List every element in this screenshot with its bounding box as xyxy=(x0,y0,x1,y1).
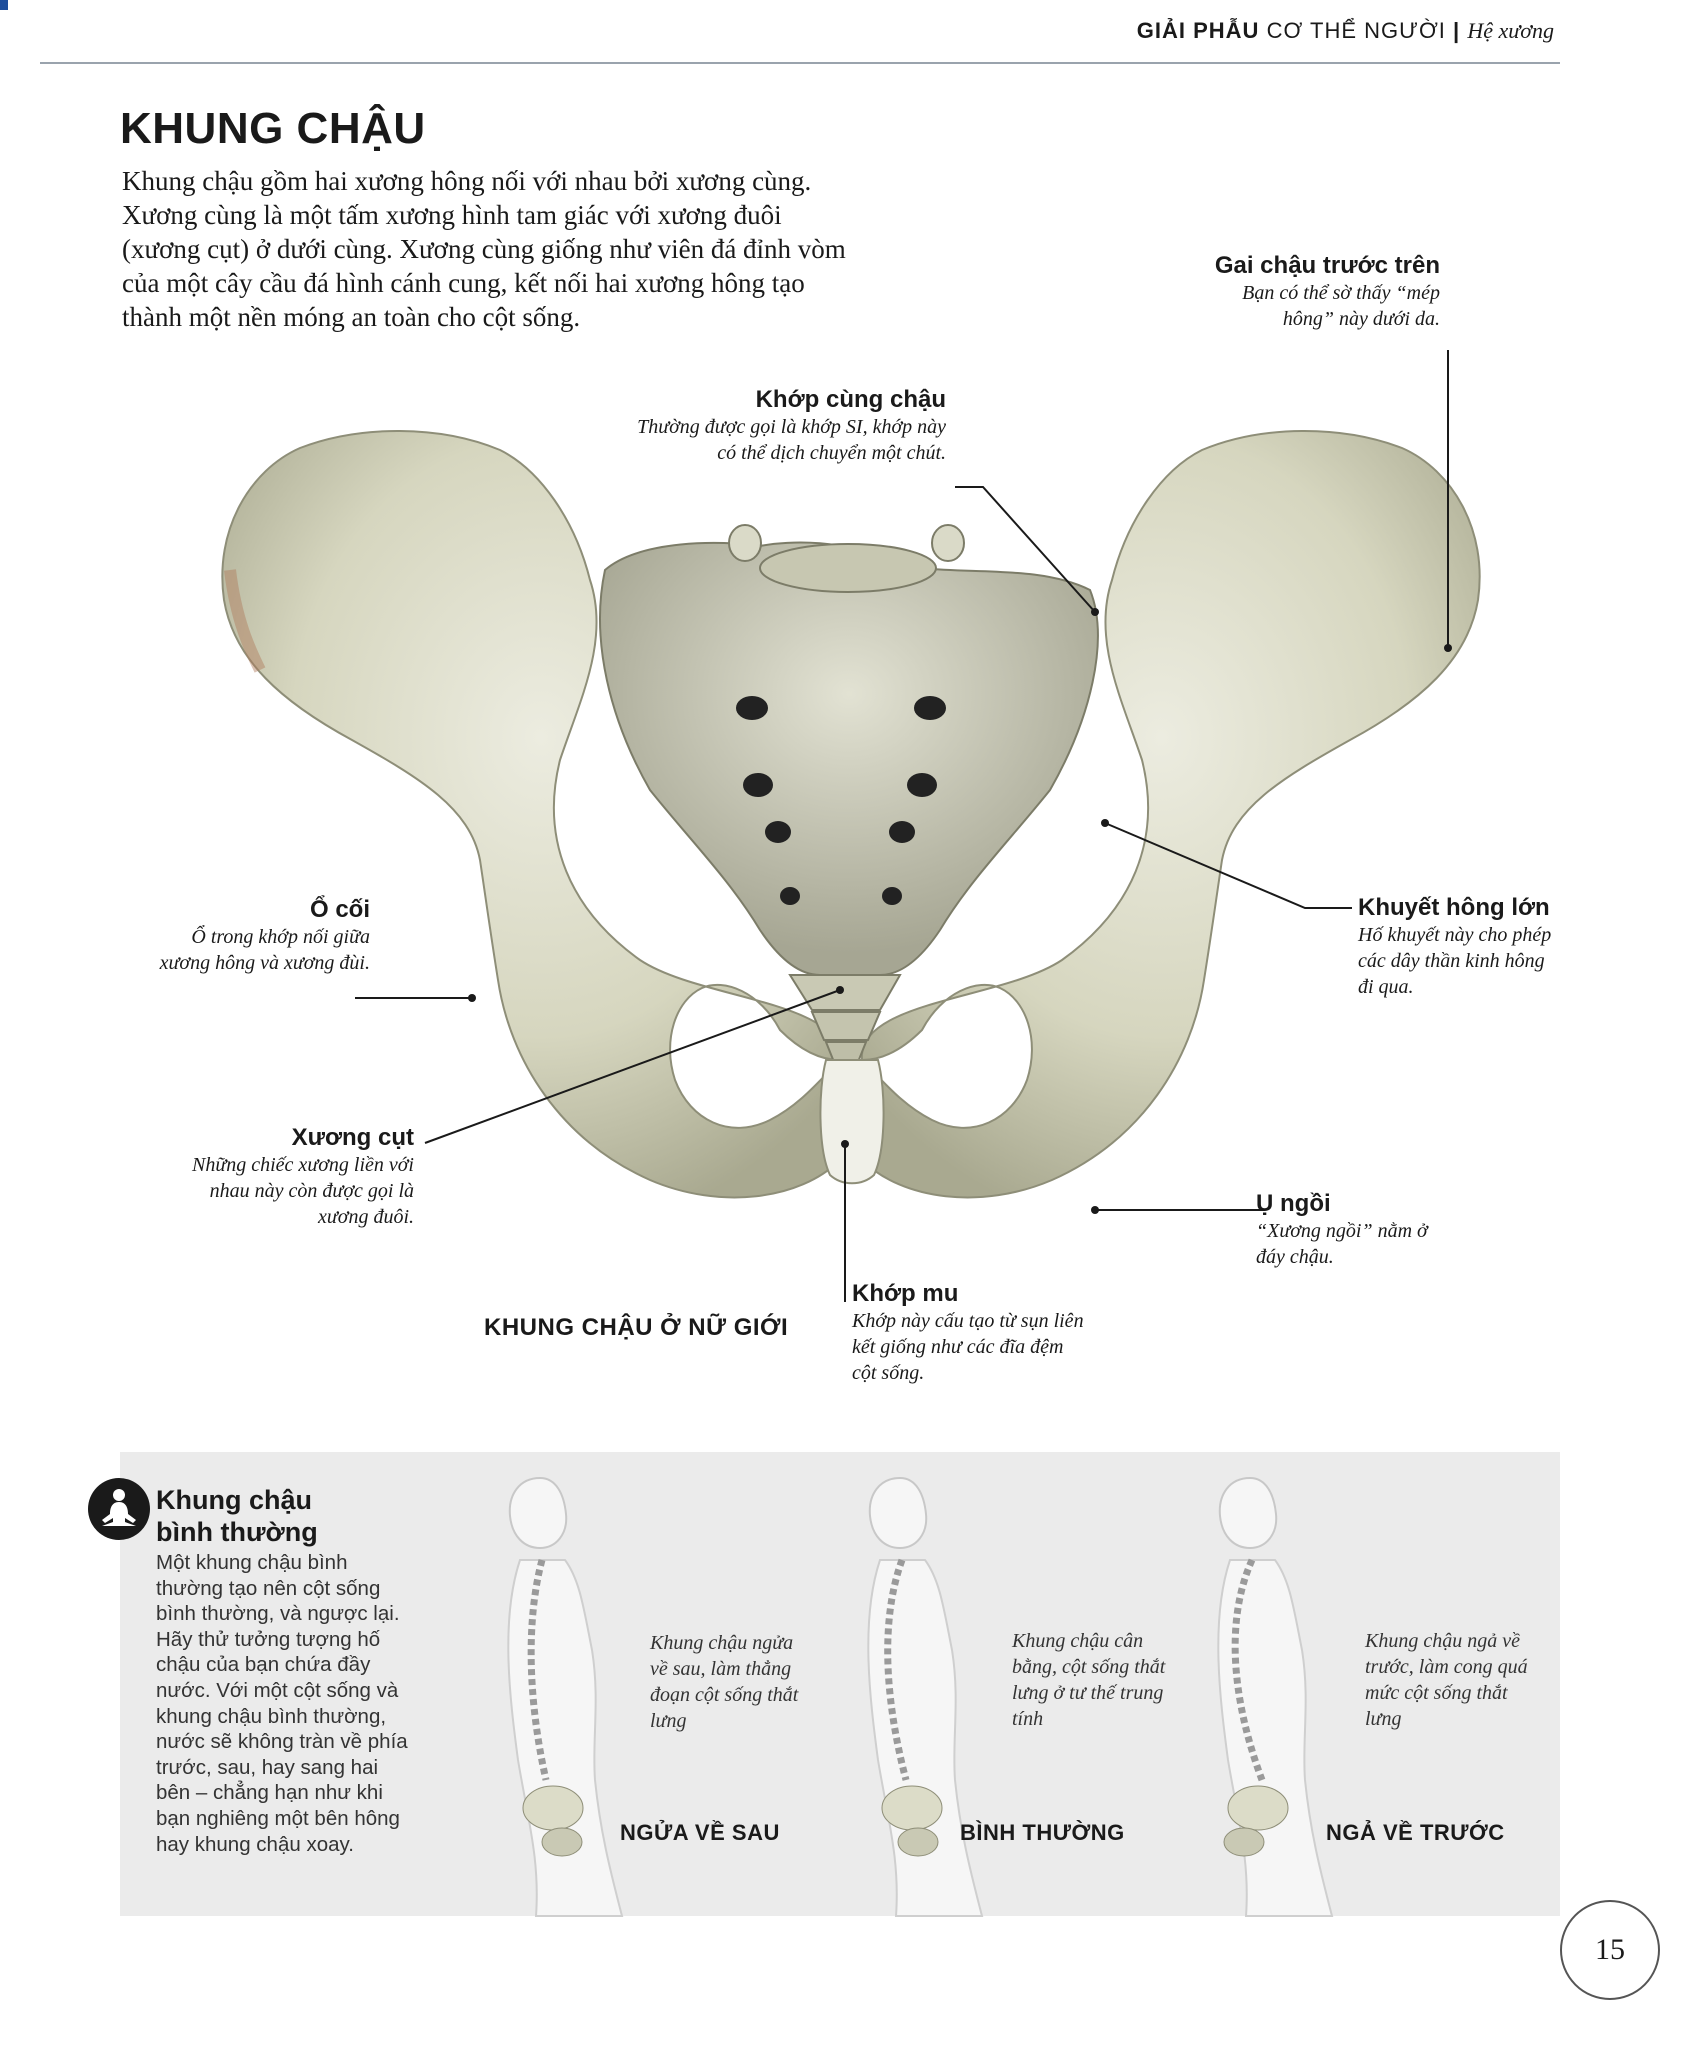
intro-paragraph: Khung chậu gồm hai xương hông nối với nh… xyxy=(122,166,846,332)
right-hip-bone xyxy=(842,430,1481,1199)
page-title: KHUNG CHẬU xyxy=(120,104,426,153)
pose-caption-neutral: BÌNH THƯỜNG xyxy=(960,1820,1125,1845)
sacrum xyxy=(599,524,1099,1063)
pose-desc-tilted-back: Khung chậu ngửa về sau, làm thẳng đoạn c… xyxy=(650,1632,799,1732)
label-acetabulum: Ổ cối Ổ trong khớp nối giữa xương hông v… xyxy=(159,896,370,974)
label-si-joint: Khớp cùng chậu Thường được gọi là khớp S… xyxy=(637,386,946,464)
header-separator: | xyxy=(1453,18,1461,43)
panel-title: Khung chậu bình thường xyxy=(156,1485,318,1547)
pose-caption-tilted-forward: NGẢ VỀ TRƯỚC xyxy=(1326,1820,1505,1845)
meditation-icon xyxy=(88,1478,150,1540)
page-number: 15 xyxy=(1560,1900,1660,2000)
label-ischial-tuberosity: Ụ ngồi “Xương ngồi” nằm ở đáy chậu. xyxy=(1256,1190,1428,1268)
header-part1: GIẢI PHẪU xyxy=(1136,18,1260,43)
pose-desc-tilted-forward: Khung chậu ngả về trước, làm cong quá mứ… xyxy=(1365,1630,1528,1730)
header-part2: CƠ THỂ NGƯỜI xyxy=(1266,18,1446,43)
pose-desc-neutral: Khung chậu cân bằng, cột sống thắt lưng … xyxy=(1012,1630,1166,1730)
label-asis: Gai chậu trước trên Bạn có thể sờ thấy “… xyxy=(1214,252,1440,330)
label-coccyx: Xương cụt Những chiếc xương liền với nha… xyxy=(192,1124,414,1228)
header-section: Hệ xương xyxy=(1467,18,1554,43)
figure-caption: KHUNG CHẬU Ở NỮ GIỚI xyxy=(484,1314,789,1341)
label-sciatic-notch: Khuyết hông lớn Hố khuyết này cho phép c… xyxy=(1358,894,1552,998)
pubic-symphysis xyxy=(819,1059,885,1185)
header-rule xyxy=(40,62,1560,64)
corner-mark xyxy=(0,0,8,10)
leader-dots xyxy=(468,608,1452,1214)
running-header: GIẢI PHẪU CƠ THỂ NGƯỜI | Hệ xương xyxy=(1137,18,1554,44)
label-pubic-symphysis: Khớp mu Khớp này cấu tạo từ sụn liên kết… xyxy=(852,1280,1084,1384)
left-hip-bone xyxy=(221,430,860,1199)
pose-caption-tilted-back: NGỬA VỀ SAU xyxy=(620,1820,780,1845)
panel-body: Một khung chậu bình thường tạo nên cột s… xyxy=(156,1551,408,1856)
